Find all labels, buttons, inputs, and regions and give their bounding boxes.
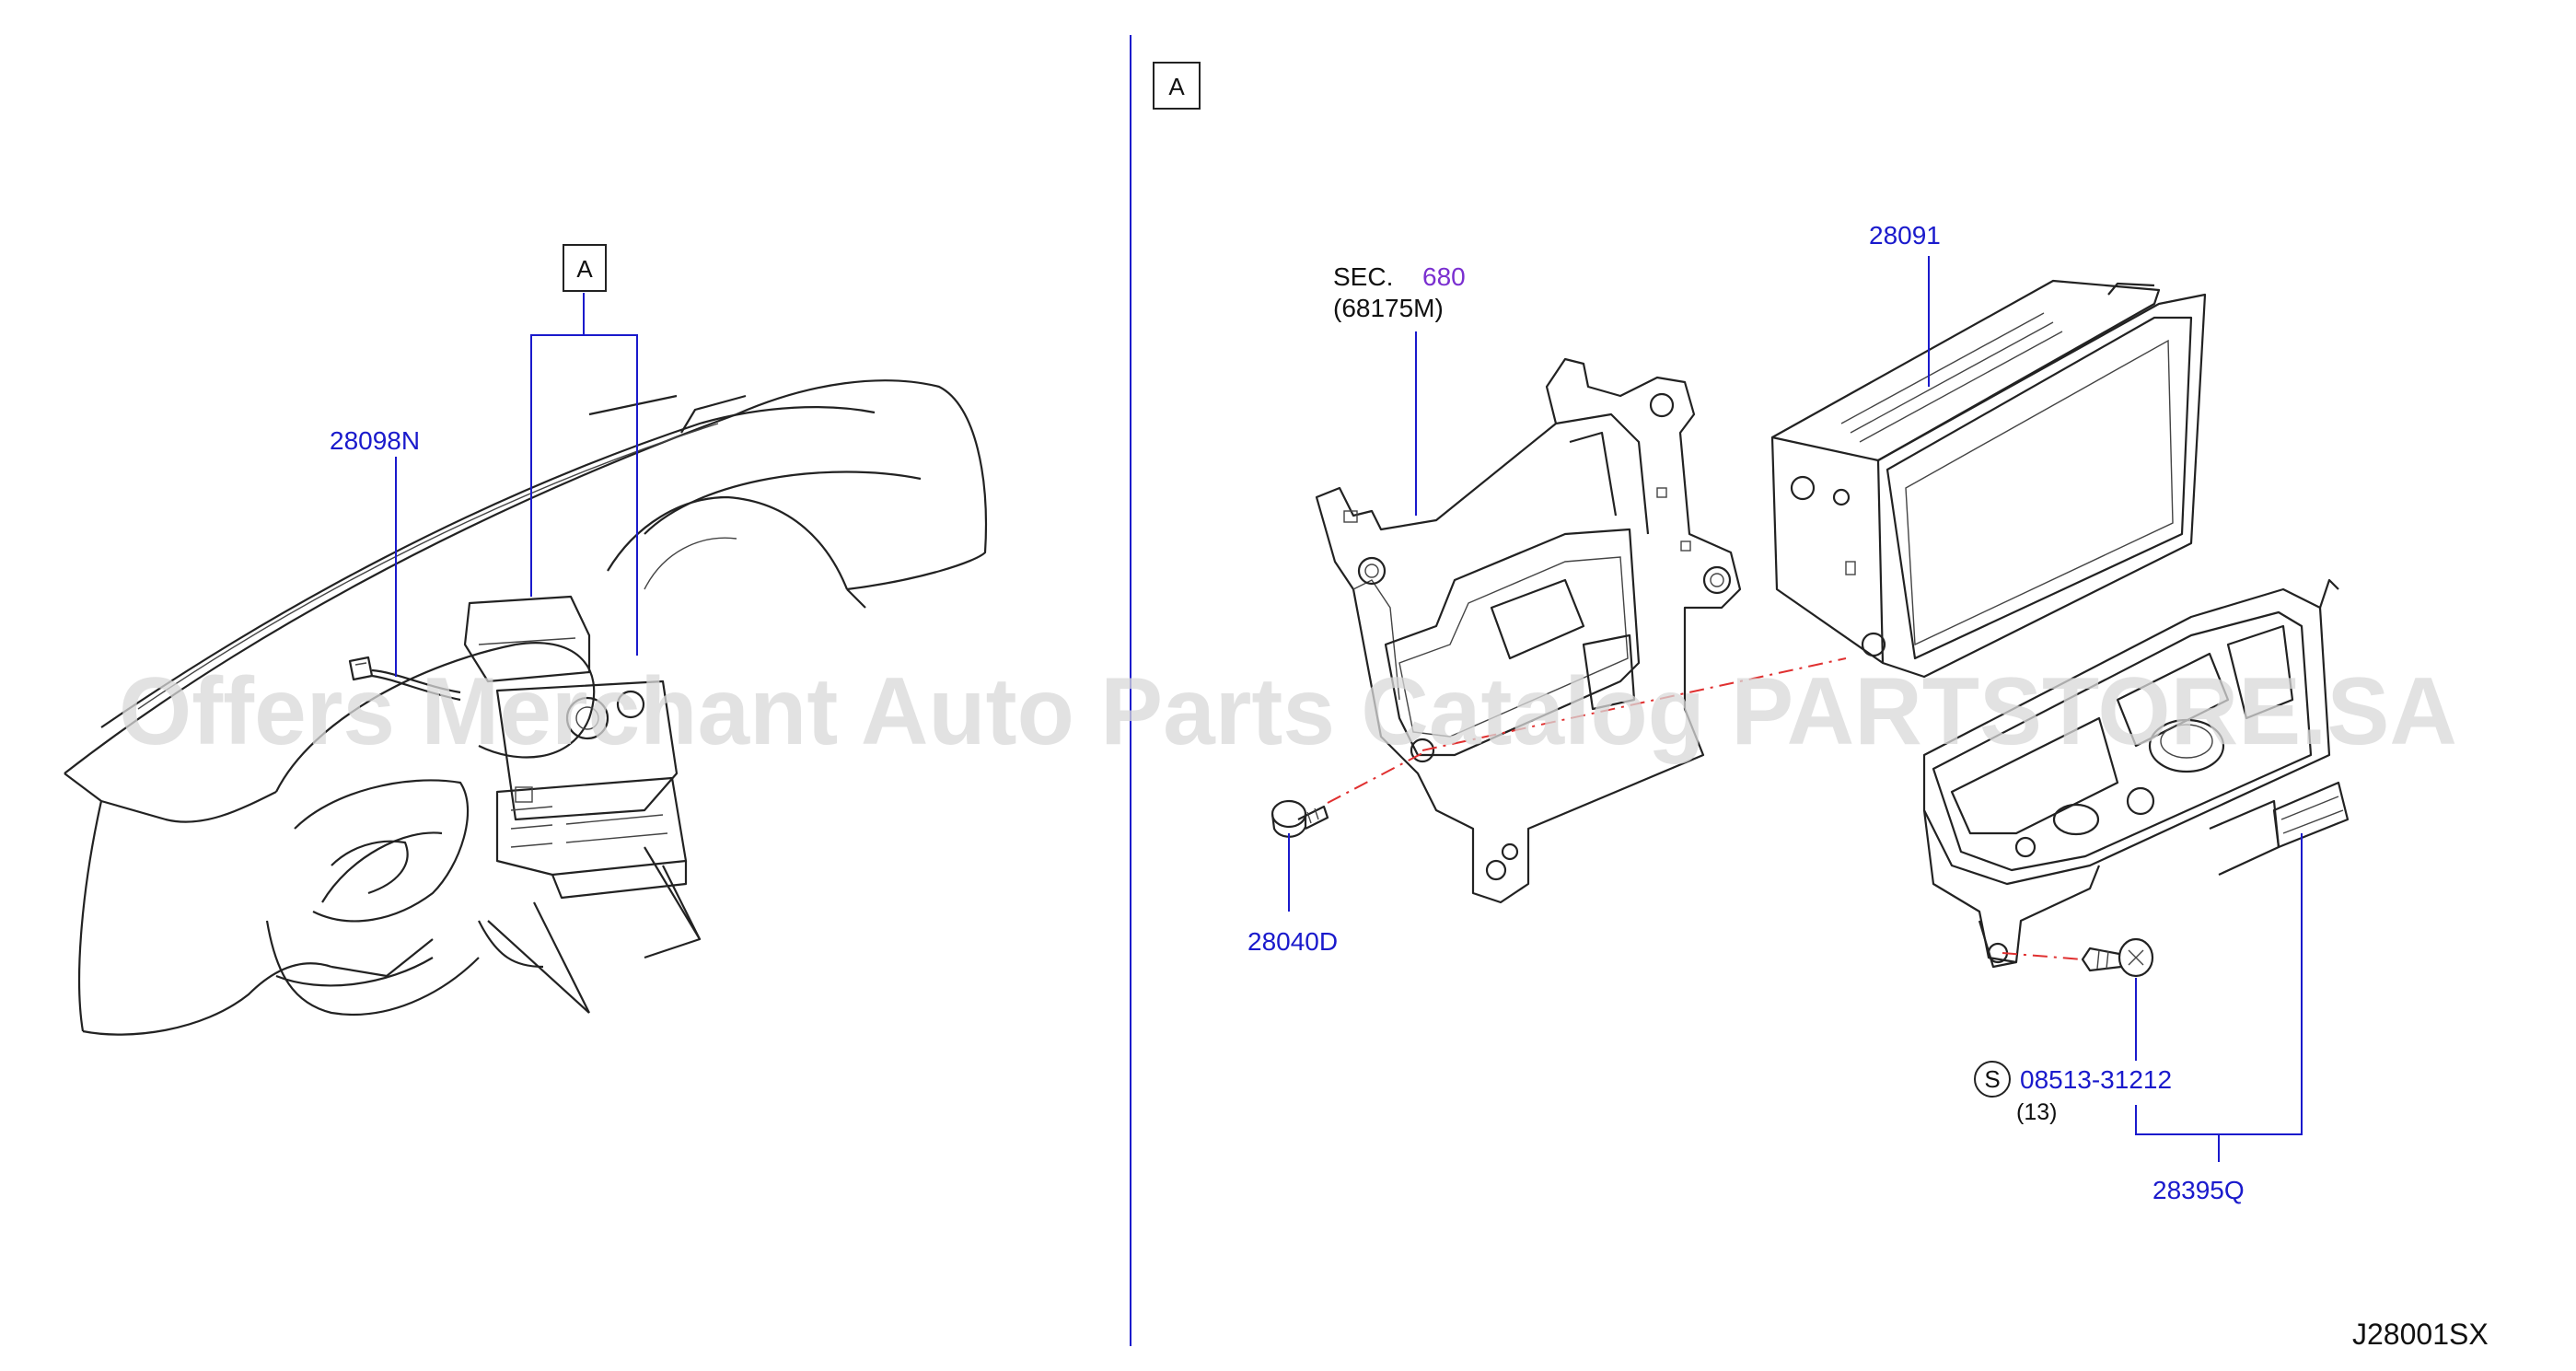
control-unit	[1922, 578, 2350, 969]
left-leaders	[395, 293, 638, 677]
part-label-display[interactable]: 28091	[1869, 221, 1941, 250]
view-marker-left-letter: A	[576, 255, 593, 283]
diagram-code: J28001SX	[2352, 1318, 2489, 1351]
assembly-dash-lines	[1327, 657, 2083, 960]
screw-28040d	[1271, 799, 1329, 838]
view-marker-right: A	[1153, 62, 1201, 110]
display-unit	[1770, 279, 2207, 679]
right-leaders	[1288, 256, 2303, 1162]
bolt-08513	[2081, 937, 2154, 978]
part-label-harness[interactable]: 28098N	[330, 426, 420, 455]
watermark: Offers Merchant Auto Parts Catalog PARTS…	[119, 658, 2457, 765]
harness-connector	[348, 656, 461, 702]
part-label-control-unit[interactable]: 28395Q	[2152, 1176, 2245, 1204]
bolt-quantity: (13)	[2016, 1099, 2057, 1125]
bolt-callout: S 08513-31212 (13)	[1974, 1061, 2172, 1125]
view-marker-right-letter: A	[1168, 73, 1185, 100]
section-prefix: SEC.	[1333, 262, 1393, 291]
head-unit-small	[463, 595, 688, 900]
section-reference: SEC. 680 (68175M)	[1333, 262, 1466, 322]
dashboard-drawing	[64, 379, 988, 1036]
standard-symbol-icon	[1974, 1061, 2011, 1098]
view-marker-left: A	[563, 244, 607, 292]
part-label-bolt[interactable]: 08513-31212	[2020, 1065, 2172, 1094]
part-label-screw[interactable]: 28040D	[1247, 927, 1338, 956]
section-number[interactable]: 680	[1422, 262, 1466, 291]
standard-symbol-letter: S	[1984, 1065, 2000, 1093]
mounting-bracket	[1315, 357, 1742, 904]
section-part: (68175M)	[1333, 294, 1444, 322]
